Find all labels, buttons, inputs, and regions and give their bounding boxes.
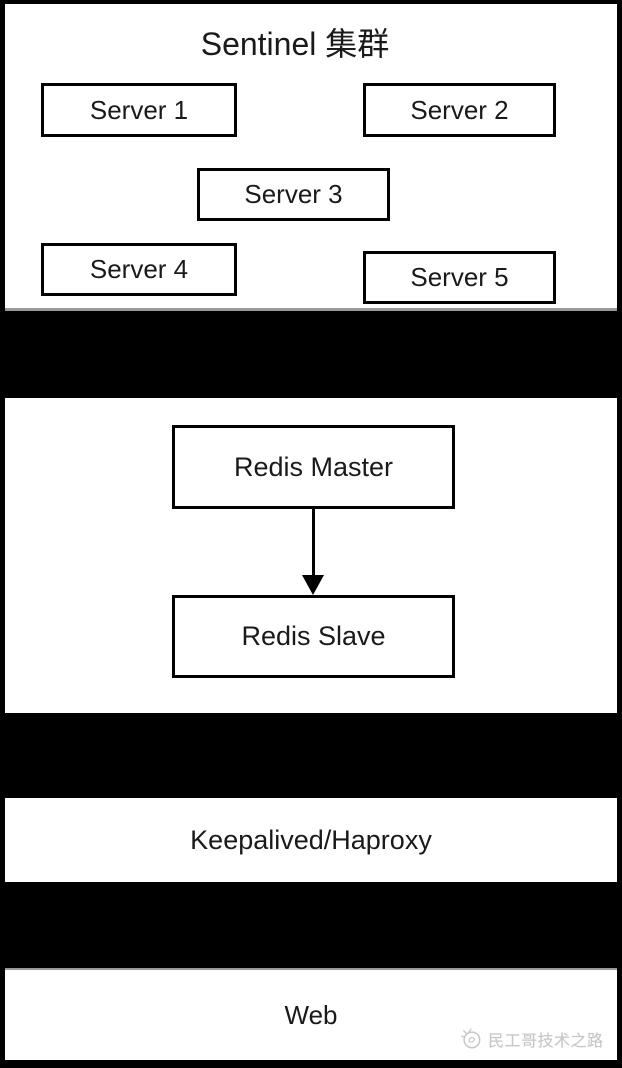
redis-master-label: Redis Master [233,451,394,482]
server-3-box: Server 3 [197,168,390,221]
frame-border-left [0,0,5,1068]
rooster-logo-icon [460,1028,482,1050]
server-4-label: Server 4 [89,254,189,284]
redacted-band-3 [0,882,622,968]
sentinel-cluster-title: Sentinel 集群 [200,26,390,62]
frame-border-top [0,0,622,4]
redis-slave-box: Redis Slave [172,595,455,678]
server-2-box: Server 2 [363,83,556,137]
load-balancer-section: Keepalived/Haproxy [0,798,622,882]
web-label: Web [284,999,338,1030]
redacted-band-1 [0,311,622,398]
redacted-band-2 [0,713,622,798]
redis-slave-label: Redis Slave [241,621,386,651]
sentinel-cluster-section: Sentinel 集群 Server 1 Server 2 Server 3 S… [0,4,622,311]
load-balancer-label: Keepalived/Haproxy [190,824,432,855]
redis-master-box: Redis Master [172,425,455,509]
server-1-label: Server 1 [89,94,189,125]
watermark-text: 民工哥技术之路 [488,1033,604,1050]
master-to-slave-arrow-line [312,509,315,579]
frame-border-right [617,0,622,1068]
watermark: 民工哥技术之路 [460,1026,612,1052]
server-5-box: Server 5 [363,251,556,304]
frame-border-bottom [0,1060,622,1068]
arrow-down-icon [302,575,324,595]
server-1-box: Server 1 [41,83,237,137]
server-4-box: Server 4 [41,243,237,296]
server-3-label: Server 3 [244,179,343,209]
server-5-label: Server 5 [410,262,509,292]
web-section: Web [0,968,622,1060]
server-2-label: Server 2 [410,94,509,125]
